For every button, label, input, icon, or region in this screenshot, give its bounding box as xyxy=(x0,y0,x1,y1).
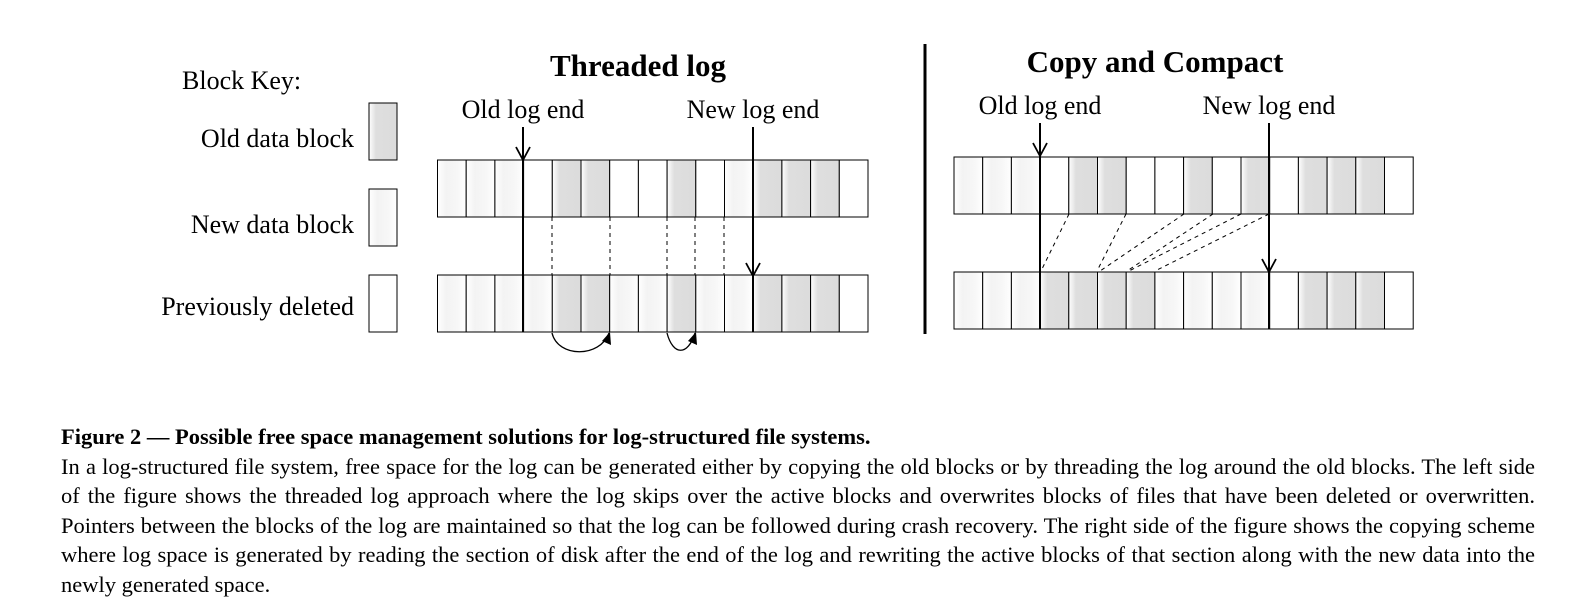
block-old xyxy=(781,159,812,218)
threaded-title: Threaded log xyxy=(550,48,726,83)
key-deleted-label: Previously deleted xyxy=(161,292,354,321)
block-old xyxy=(781,274,812,333)
block-del xyxy=(523,159,553,218)
block-old xyxy=(1068,156,1099,215)
block-key-title: Block Key: xyxy=(182,66,301,95)
block-del xyxy=(1384,156,1414,215)
figure-caption: Figure 2 — Possible free space managemen… xyxy=(61,422,1535,599)
block-new xyxy=(437,274,467,333)
block-old xyxy=(752,159,783,218)
caption-title: Figure 2 — Possible free space managemen… xyxy=(61,424,871,449)
block-del xyxy=(1154,156,1185,215)
block-old xyxy=(1039,271,1070,330)
threaded-old-end-label: Old log end xyxy=(462,95,585,124)
block-old xyxy=(666,159,697,218)
block-old xyxy=(551,159,582,218)
block-new xyxy=(523,274,553,333)
block-del xyxy=(637,159,668,218)
block-del xyxy=(609,159,639,218)
block-new xyxy=(465,274,496,333)
block-old xyxy=(1326,156,1357,215)
block-new xyxy=(494,274,525,333)
key-new-label: New data block xyxy=(191,210,354,239)
block-old xyxy=(580,274,611,333)
block-old xyxy=(1240,156,1271,215)
threaded-new-end-label: New log end xyxy=(687,95,820,124)
block-old xyxy=(666,274,697,333)
key-new-swatch xyxy=(368,188,398,247)
copy-old-end-label: Old log end xyxy=(979,91,1102,120)
block-new xyxy=(724,274,754,333)
threaded-skip-pointer-1 xyxy=(551,332,610,353)
block-new xyxy=(982,271,1012,330)
block-old xyxy=(1355,271,1386,330)
block-del xyxy=(695,159,725,218)
block-old xyxy=(1297,156,1328,215)
copy-bottom-row xyxy=(953,271,1414,330)
block-new xyxy=(1154,271,1185,330)
block-old xyxy=(1355,156,1386,215)
block-del xyxy=(838,159,869,218)
key-deleted-swatch xyxy=(368,274,398,333)
block-old xyxy=(810,159,840,218)
block-new xyxy=(465,159,496,218)
copy-title: Copy and Compact xyxy=(1027,44,1284,79)
threaded-dashed-links xyxy=(551,217,725,275)
block-old xyxy=(1097,271,1127,330)
block-new xyxy=(437,159,467,218)
key-old-swatch xyxy=(368,102,398,161)
block-new xyxy=(953,156,984,215)
block-old xyxy=(752,274,783,333)
block-old xyxy=(1326,271,1357,330)
block-old xyxy=(1097,156,1127,215)
block-del xyxy=(1039,156,1070,215)
block-new xyxy=(953,271,984,330)
block-new xyxy=(1211,271,1242,330)
copy-dashed-links xyxy=(1040,213,1270,272)
block-old xyxy=(1183,156,1213,215)
block-del xyxy=(838,274,869,333)
block-new xyxy=(695,274,725,333)
block-new xyxy=(724,159,754,218)
block-new xyxy=(982,156,1012,215)
block-del xyxy=(1211,156,1242,215)
copy-new-end-label: New log end xyxy=(1203,91,1336,120)
block-new xyxy=(494,159,525,218)
block-new xyxy=(1240,271,1271,330)
threaded-top-row xyxy=(437,159,869,218)
block-del xyxy=(1125,156,1156,215)
block-old xyxy=(1297,271,1328,330)
block-new xyxy=(1183,271,1213,330)
block-new xyxy=(1010,271,1041,330)
caption-body: In a log-structured file system, free sp… xyxy=(61,453,1535,597)
block-new xyxy=(637,274,668,333)
block-new xyxy=(609,274,639,333)
block-old xyxy=(551,274,582,333)
block-old xyxy=(810,274,840,333)
threaded-bottom-row xyxy=(437,274,869,333)
copy-top-row xyxy=(953,156,1414,215)
block-new xyxy=(1010,156,1041,215)
block-del xyxy=(1269,271,1299,330)
key-old-label: Old data block xyxy=(201,124,354,153)
block-old xyxy=(1068,271,1099,330)
block-old xyxy=(1125,271,1156,330)
block-old xyxy=(580,159,611,218)
block-del xyxy=(1384,271,1414,330)
figure-diagram: Block Key: Old data block New data block… xyxy=(161,44,1414,353)
block-del xyxy=(1269,156,1299,215)
